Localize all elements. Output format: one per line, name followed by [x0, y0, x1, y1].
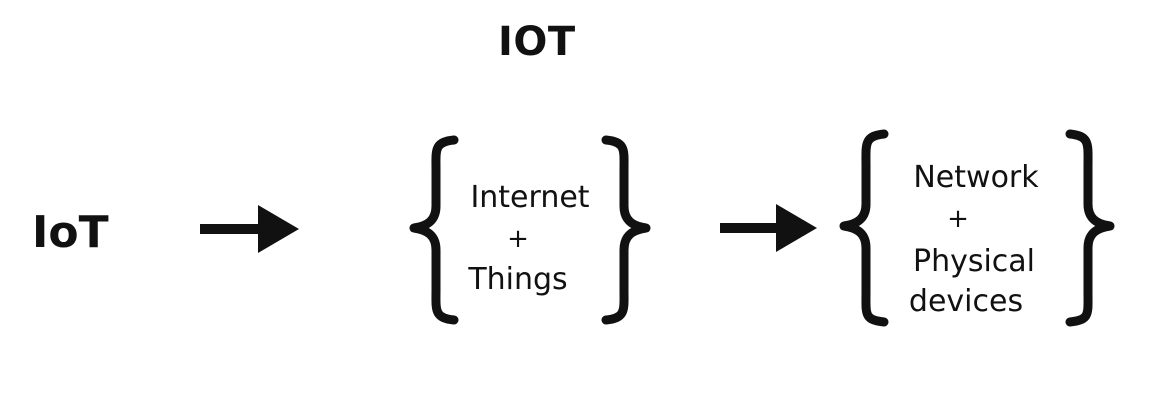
diagram-title: IOT [498, 19, 576, 65]
term-label: IoT [32, 207, 109, 258]
curly-brace-left-icon [409, 135, 459, 325]
arrow-right-icon [720, 204, 817, 252]
plus-sign: + [507, 224, 529, 254]
curly-brace-right-icon [601, 135, 651, 325]
devices-label: devices [908, 284, 1024, 319]
plus-sign: + [947, 204, 969, 234]
curly-brace-right-icon [1065, 129, 1115, 327]
things-label: Things [468, 262, 568, 297]
network-label: Network [913, 160, 1039, 195]
physical-label: Physical [912, 244, 1036, 279]
arrow-right-icon [200, 205, 299, 253]
internet-label: Internet [470, 180, 590, 215]
curly-brace-left-icon [839, 129, 889, 327]
